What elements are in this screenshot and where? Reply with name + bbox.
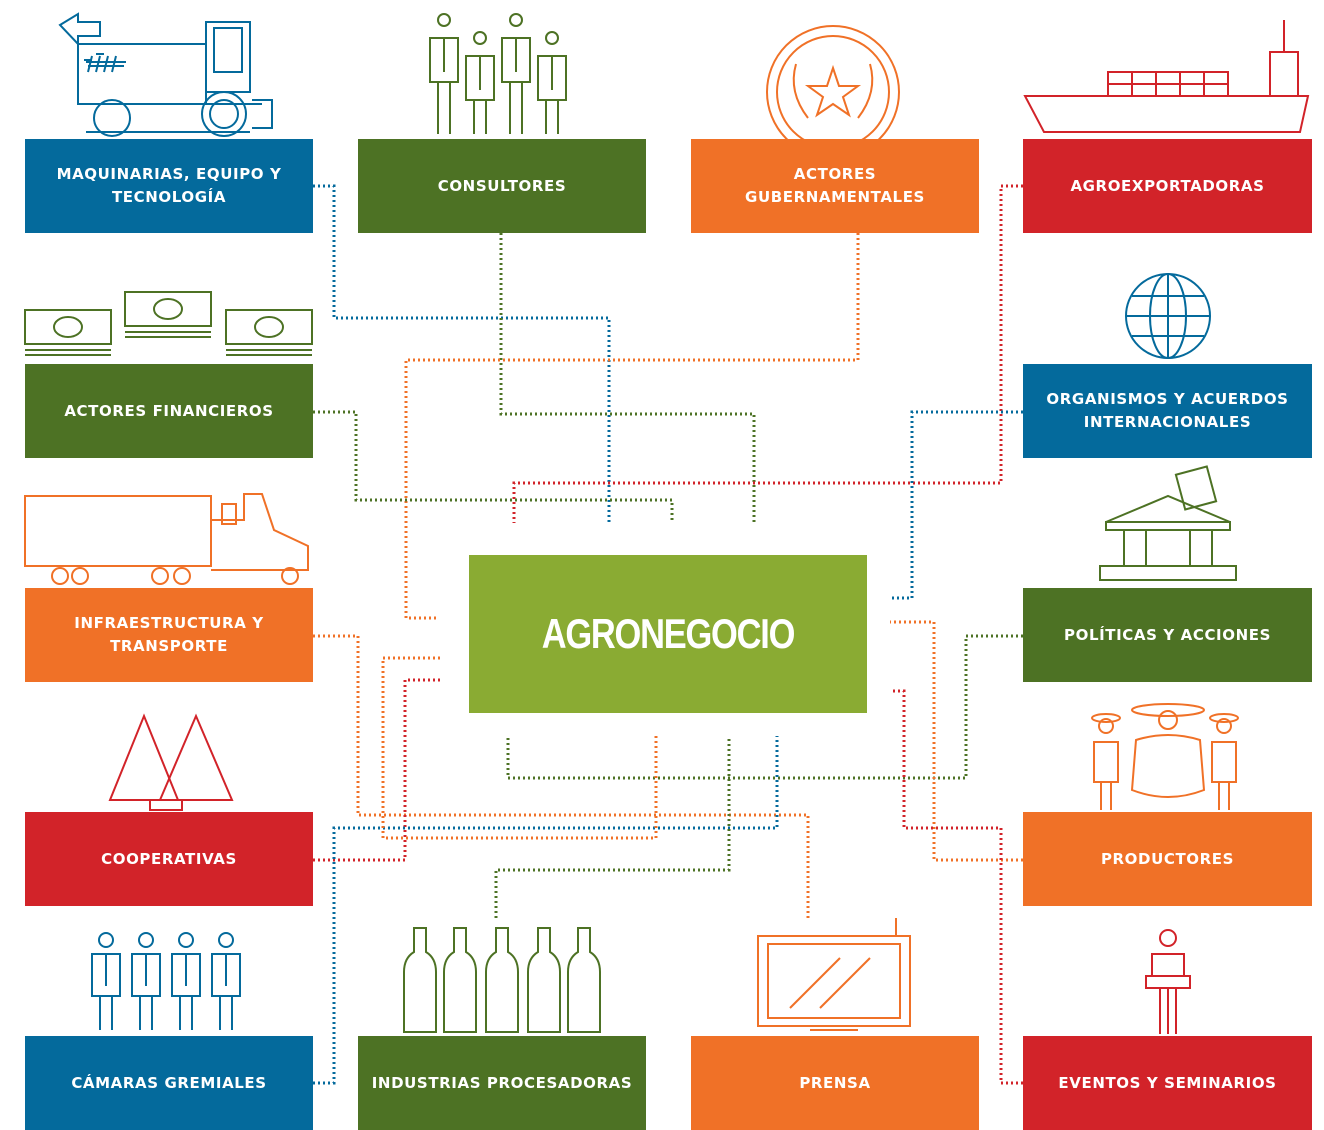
node-politicas: POLÍTICAS Y ACCIONES (1023, 588, 1312, 682)
node-camaras: CÁMARAS GREMIALES (25, 1036, 313, 1130)
farmers-icon (1091, 703, 1239, 810)
connector-financieros (313, 410, 674, 523)
connector-consultores (499, 233, 756, 523)
node-agroexportadoras: AGROEXPORTADORAS (1023, 139, 1312, 233)
node-maquinarias: MAQUINARIAS, EQUIPO Y TECNOLOGÍA (25, 139, 313, 233)
node-label-line2: TECNOLOGÍA (111, 188, 227, 206)
money-icon (24, 291, 313, 356)
node-infraestructura: INFRAESTRUCTURA Y TRANSPORTE (25, 588, 313, 682)
node-label: POLÍTICAS Y ACCIONES (1064, 625, 1271, 644)
harvester-icon (58, 12, 273, 137)
node-consultores: CONSULTORES (358, 139, 646, 233)
speaker-icon (1145, 929, 1191, 1034)
node-label: COOPERATIVAS (101, 849, 237, 868)
node-organismos: ORGANISMOS Y ACUERDOS INTERNACIONALES (1023, 364, 1312, 458)
ballot-building-icon (1099, 465, 1237, 581)
trees-icon (108, 713, 234, 811)
node-gubernamentales: ACTORES GUBERNAMENTALES (691, 139, 979, 233)
bottles-icon (403, 927, 601, 1033)
consultants-icon (429, 13, 567, 134)
connector-politicas (506, 634, 1023, 780)
node-productores: PRODUCTORES (1023, 812, 1312, 906)
connector-infraestructura (313, 634, 810, 918)
node-label: EVENTOS Y SEMINARIOS (1058, 1073, 1277, 1092)
node-eventos: EVENTOS Y SEMINARIOS (1023, 1036, 1312, 1130)
group-icon (91, 932, 241, 1030)
node-label: PRENSA (799, 1073, 871, 1092)
node-industrias: INDUSTRIAS PROCESADORAS (358, 1036, 646, 1130)
node-label: CÁMARAS GREMIALES (71, 1073, 267, 1092)
node-prensa: PRENSA (691, 1036, 979, 1130)
node-financieros: ACTORES FINANCIEROS (25, 364, 313, 458)
television-icon (757, 918, 911, 1031)
connector-camaras (313, 736, 779, 1085)
node-label: ACTORES GUBERNAMENTALES (745, 165, 925, 206)
connector-maquinarias (313, 184, 611, 523)
globe-icon (1125, 273, 1211, 359)
connector-eventos (890, 689, 1023, 1085)
node-label: INFRAESTRUCTURA Y (74, 614, 264, 632)
connector-organismos (890, 410, 1023, 600)
node-label-line2: TRANSPORTE (110, 637, 228, 655)
node-label: ORGANISMOS Y ACUERDOS (1046, 390, 1289, 408)
node-label: CONSULTORES (437, 176, 567, 195)
node-label: PRODUCTORES (1100, 849, 1235, 868)
node-label: INDUSTRIAS PROCESADORAS (371, 1073, 633, 1092)
node-label: MAQUINARIAS, EQUIPO Y (56, 165, 282, 183)
node-label: ACTORES FINANCIEROS (64, 401, 274, 420)
node-label-line2: INTERNACIONALES (1083, 413, 1252, 431)
center-label: AGRONEGOCIO (541, 610, 796, 657)
connector-cooperativas (313, 678, 440, 862)
center-node-agronegocio: AGRONEGOCIO (469, 555, 867, 713)
connector-prensa (381, 656, 658, 840)
truck-icon (24, 493, 309, 585)
node-cooperativas: COOPERATIVAS (25, 812, 313, 906)
node-label: AGROEXPORTADORAS (1070, 176, 1265, 195)
cargo-ship-icon (1023, 20, 1310, 133)
